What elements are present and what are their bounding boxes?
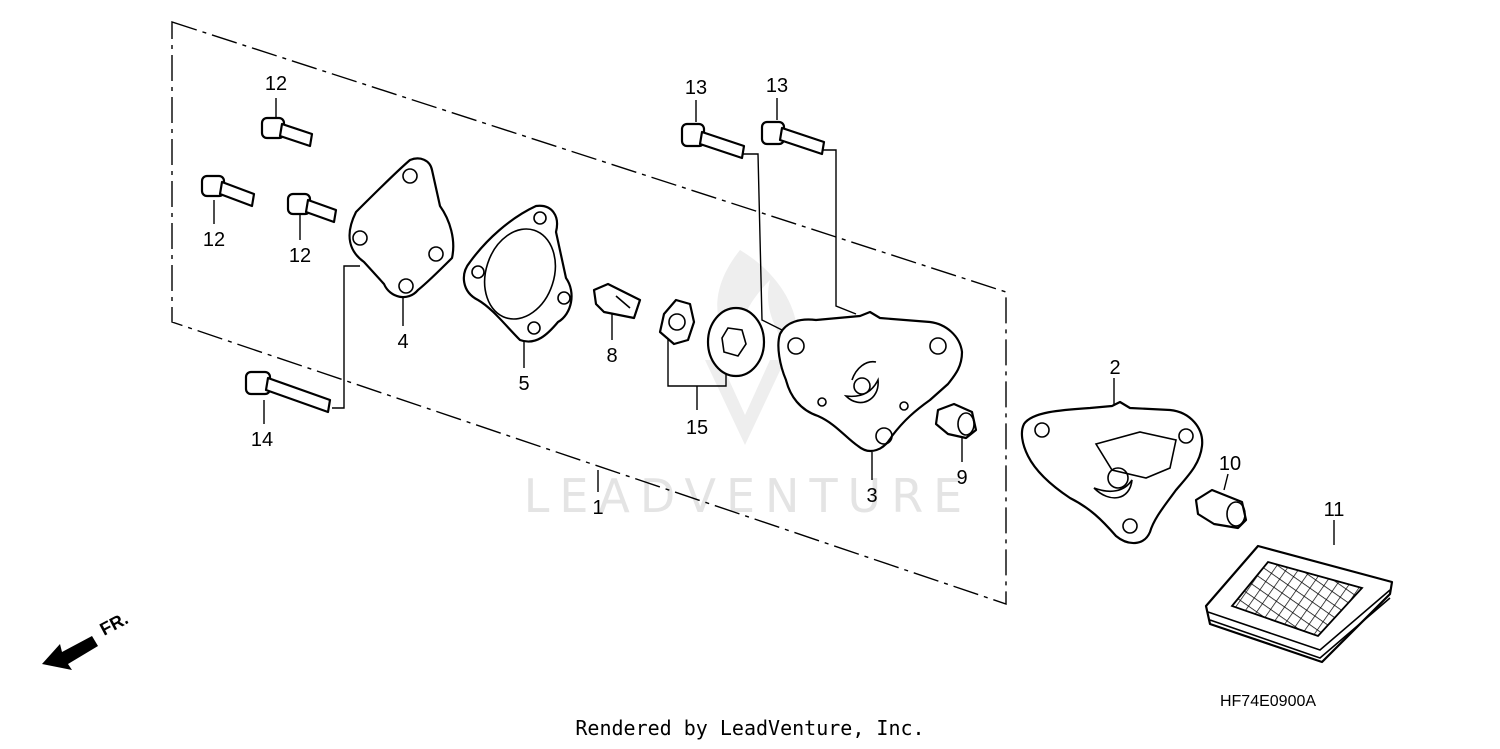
callout-9: 9 — [956, 467, 967, 489]
callout-2: 2 — [1109, 357, 1120, 379]
bolt-12-mid — [286, 192, 338, 224]
front-direction-arrow-icon: FR. — [42, 608, 131, 670]
callout-12: 12 — [265, 73, 287, 95]
callout-3: 3 — [866, 485, 877, 507]
callouts: 12 12 12 4 5 8 15 14 13 13 3 9 1 2 10 11 — [203, 73, 1345, 521]
pin-8 — [592, 282, 642, 320]
watermark-text: LEADVENTURE — [524, 469, 973, 523]
gasket-5 — [462, 204, 573, 343]
collar-10 — [1194, 488, 1248, 530]
bolt-12-top — [260, 116, 314, 148]
bolt-12-left — [200, 174, 256, 208]
assembly-boundary — [171, 21, 1007, 605]
diagram-code: HF74E0900A — [1220, 693, 1316, 710]
callout-13: 13 — [766, 75, 788, 97]
strainer-11 — [1204, 544, 1394, 664]
pump-body-3 — [777, 310, 964, 453]
bolt-14 — [244, 370, 332, 414]
callout-13: 13 — [685, 77, 707, 99]
callout-8: 8 — [606, 345, 617, 367]
callout-10: 10 — [1219, 453, 1241, 475]
pump-cover-4 — [348, 157, 455, 299]
callout-11: 11 — [1324, 499, 1345, 521]
callout-1: 1 — [592, 497, 603, 519]
callout-4: 4 — [397, 331, 408, 353]
leader-lines — [213, 98, 1335, 545]
callout-14: 14 — [251, 429, 273, 451]
callout-12: 12 — [203, 229, 225, 251]
gasket-2 — [1020, 400, 1204, 545]
callout-15: 15 — [686, 417, 708, 439]
direction-label: FR. — [96, 608, 131, 639]
callout-5: 5 — [518, 373, 529, 395]
bolt-13-right — [760, 120, 826, 156]
bolt-13-left — [680, 122, 746, 160]
credit-line: Rendered by LeadVenture, Inc. — [575, 716, 925, 740]
callout-12: 12 — [289, 245, 311, 267]
rotor-set-15 — [658, 298, 766, 378]
collar-9 — [934, 402, 978, 440]
